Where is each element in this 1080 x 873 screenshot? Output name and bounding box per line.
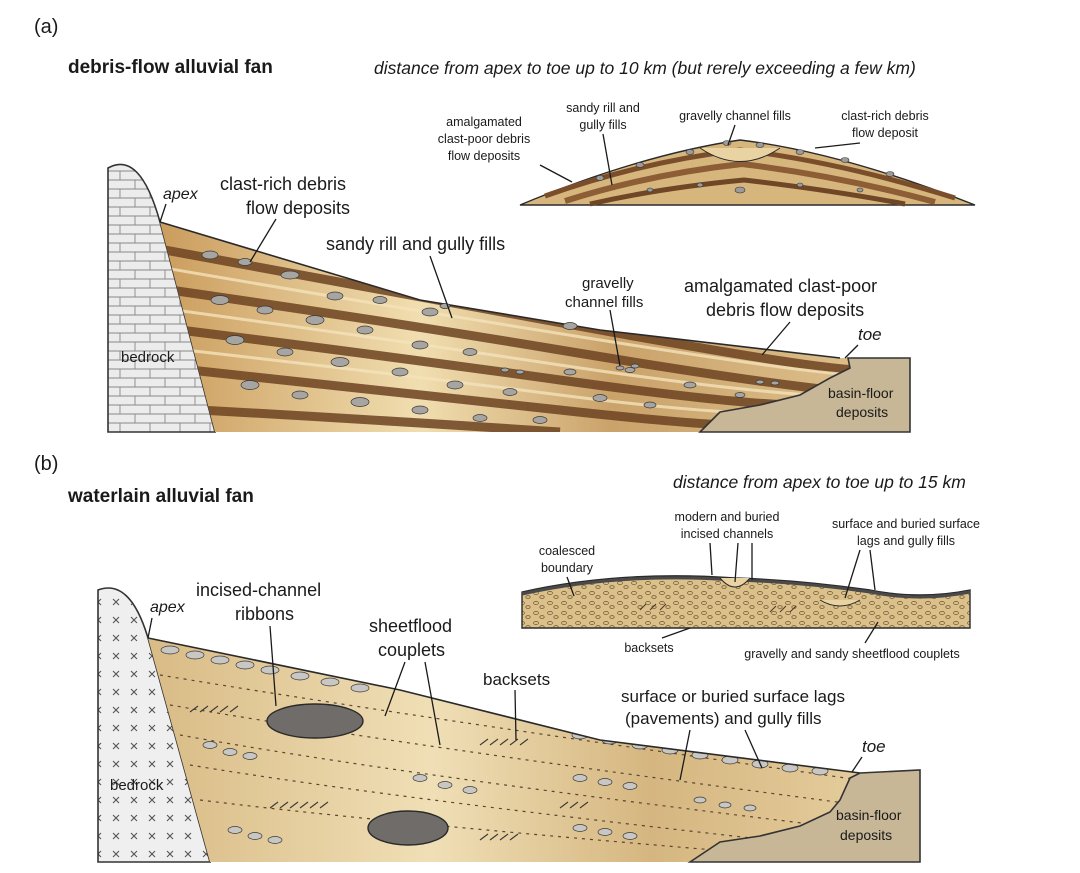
label-b-toe: toe	[862, 737, 886, 756]
label-a-toe: toe	[858, 325, 882, 344]
inset-a-clast-1: clast-rich debris	[841, 109, 929, 123]
inset-a-sandy-1: sandy rill and	[566, 101, 640, 115]
label-a-clast-rich-1: clast-rich debris	[220, 174, 346, 194]
panel-b-title: waterlain alluvial fan	[67, 486, 254, 507]
label-a-clast-rich-2: flow deposits	[246, 198, 350, 218]
label-b-sheetflood-1: sheetflood	[369, 616, 452, 636]
label-b-apex: apex	[150, 599, 186, 616]
label-a-basin-2: deposits	[836, 404, 888, 420]
inset-a-amalgamated-2: clast-poor debris	[438, 132, 530, 146]
inset-b-coalesced-1: coalesced	[539, 544, 595, 558]
panel-a-distance-note: distance from apex to toe up to 10 km (b…	[374, 58, 916, 78]
inset-b-modern-1: modern and buried	[675, 510, 780, 524]
inset-b-leader-lines	[566, 542, 879, 644]
inset-b-surface-1: surface and buried surface	[832, 517, 980, 531]
panel-a-leader-lines	[159, 203, 859, 367]
label-b-sheetflood-2: couplets	[378, 640, 445, 660]
panel-b-inset-cross-section	[521, 575, 971, 629]
inset-b-gravelly: gravelly and sandy sheetflood couplets	[744, 647, 959, 661]
panel-b-leader-lines	[147, 617, 863, 781]
label-b-basin-2: deposits	[840, 827, 892, 843]
label-a-amalgamated-2: debris flow deposits	[706, 300, 864, 320]
inset-a-amalgamated-3: flow deposits	[448, 149, 520, 163]
panel-b-distance-note: distance from apex to toe up to 15 km	[673, 472, 966, 492]
label-b-incised-1: incised-channel	[196, 580, 321, 600]
label-a-apex: apex	[163, 186, 199, 203]
panel-a-label: (a)	[34, 16, 58, 38]
panel-b-label: (b)	[34, 453, 58, 475]
inset-a-sandy-2: gully fills	[579, 118, 626, 132]
inset-a-amalgamated-1: amalgamated	[446, 115, 522, 129]
basin-floor-b	[687, 769, 921, 863]
inset-b-surface-2: lags and gully fills	[857, 534, 955, 548]
panel-a-inset-cross-section	[519, 139, 976, 207]
label-a-basin-1: basin-floor	[828, 385, 894, 401]
label-b-bedrock: bedrock	[110, 777, 164, 794]
basin-floor-a	[698, 357, 911, 433]
panel-b-fan-section	[97, 587, 921, 863]
inset-a-gravelly: gravelly channel fills	[679, 109, 791, 123]
label-b-surface-2: (pavements) and gully fills	[625, 709, 822, 728]
label-b-surface-1: surface or buried surface lags	[621, 687, 845, 706]
inset-a-clast-2: flow deposit	[852, 126, 919, 140]
inset-a-leader-lines	[539, 124, 861, 186]
inset-b-coalesced-2: boundary	[541, 561, 594, 575]
label-a-gravelly-1: gravelly	[582, 275, 634, 292]
label-a-sandy-rill: sandy rill and gully fills	[326, 234, 505, 254]
label-b-incised-2: ribbons	[235, 604, 294, 624]
label-b-backsets: backsets	[483, 670, 550, 689]
label-b-basin-1: basin-floor	[836, 807, 902, 823]
panel-a-title: debris-flow alluvial fan	[68, 57, 273, 78]
label-a-bedrock: bedrock	[121, 349, 175, 366]
inset-b-modern-2: incised channels	[681, 527, 773, 541]
label-a-gravelly-2: channel fills	[565, 294, 643, 311]
inset-b-backsets: backsets	[624, 641, 673, 655]
label-a-amalgamated-1: amalgamated clast-poor	[684, 276, 877, 296]
